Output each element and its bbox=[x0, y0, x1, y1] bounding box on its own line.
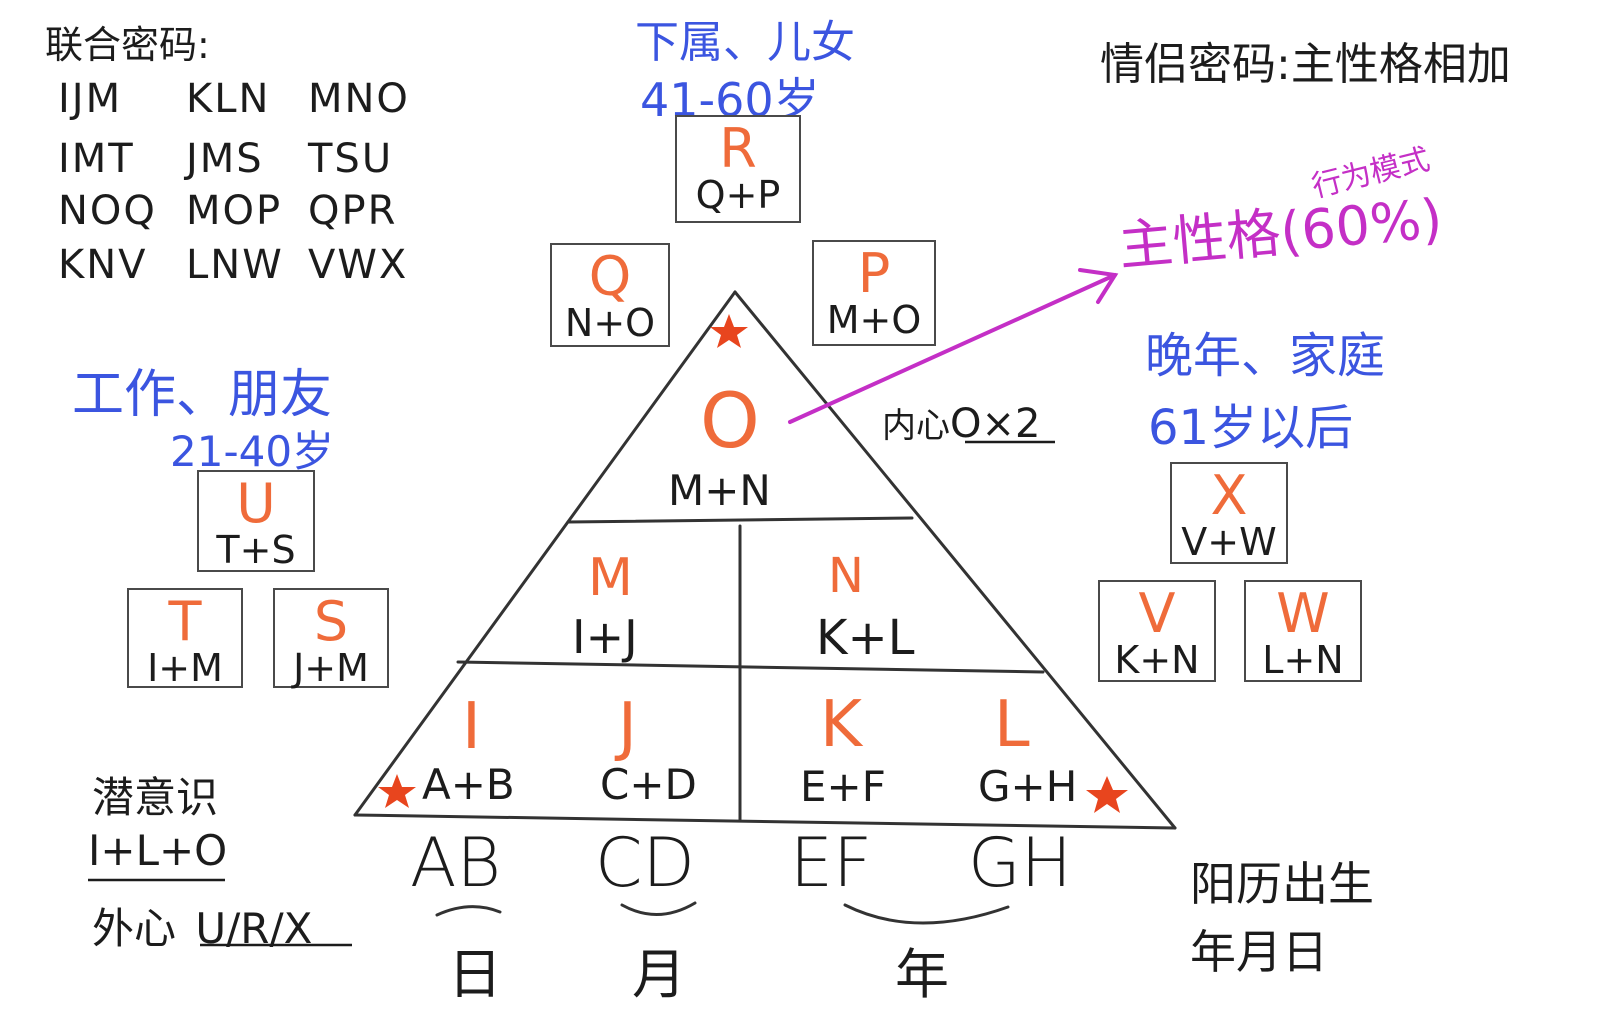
box-letter: V bbox=[1138, 582, 1176, 645]
box-v: V K+N bbox=[1098, 580, 1216, 682]
base-pair-ab: AB bbox=[410, 824, 502, 903]
star-icon bbox=[710, 314, 748, 348]
pyramid-k-formula: E+F bbox=[800, 762, 886, 811]
code-cell: QPR bbox=[308, 188, 398, 234]
joint-code-row: NOQ MOP QPR bbox=[58, 188, 397, 234]
pyramid-left-edge bbox=[353, 290, 737, 817]
box-r: R Q+P bbox=[675, 115, 801, 223]
ab-bracket bbox=[435, 905, 502, 917]
base-pair-cd: CD bbox=[595, 824, 695, 903]
code-cell: NOQ bbox=[58, 188, 157, 234]
code-cell: IMT bbox=[58, 136, 135, 182]
pyramid-right-edge bbox=[733, 290, 1177, 830]
subconscious-label: 潜意识 bbox=[92, 773, 219, 822]
joint-code-row: IMT JMS TSU bbox=[58, 136, 393, 182]
inner-formula: O×2 bbox=[950, 401, 1041, 447]
pyramid-l-letter: L bbox=[994, 688, 1030, 762]
base-year-label: 年 bbox=[895, 943, 949, 1006]
code-cell: KNV bbox=[58, 242, 148, 288]
code-cell: LNW bbox=[186, 242, 284, 288]
box-formula: N+O bbox=[564, 301, 656, 345]
code-cell: VWX bbox=[308, 242, 409, 288]
box-letter: S bbox=[313, 590, 349, 653]
pyramid-m-letter: M bbox=[588, 548, 633, 608]
box-w: W L+N bbox=[1244, 580, 1362, 682]
box-formula: M+O bbox=[826, 298, 922, 342]
box-letter: X bbox=[1210, 464, 1248, 527]
code-cell: JMS bbox=[186, 136, 264, 182]
box-x: X V+W bbox=[1170, 462, 1288, 564]
pyramid-n-formula: K+L bbox=[816, 610, 915, 666]
box-letter: T bbox=[168, 590, 202, 653]
box-letter: Q bbox=[588, 245, 632, 308]
cd-bracket bbox=[620, 901, 697, 916]
base-month-label: 月 bbox=[632, 943, 686, 1006]
pyramid-n-letter: N bbox=[828, 548, 864, 604]
couple-code-title: 情侣密码:主性格相加 bbox=[1100, 39, 1511, 90]
main-personality-arrow bbox=[788, 273, 1117, 424]
subconscious-formula: I+L+O bbox=[88, 826, 228, 875]
box-u: U T+S bbox=[197, 470, 315, 572]
box-formula: V+W bbox=[1181, 520, 1277, 564]
code-cell: IJM bbox=[58, 76, 123, 122]
work-friends-label: 工作、朋友 bbox=[72, 365, 333, 425]
box-p: P M+O bbox=[812, 240, 936, 346]
box-letter: R bbox=[719, 117, 757, 180]
code-cell: KLN bbox=[186, 76, 271, 122]
box-letter: P bbox=[857, 242, 891, 305]
pyramid-j-formula: C+D bbox=[600, 760, 697, 809]
base-pair-ef: EF bbox=[790, 824, 873, 903]
code-cell: MOP bbox=[186, 188, 283, 234]
code-cell: MNO bbox=[308, 76, 410, 122]
box-q: Q N+O bbox=[550, 243, 670, 347]
subordinates-label: 下属、儿女 bbox=[635, 17, 855, 68]
joint-code-title: 联合密码: bbox=[45, 23, 210, 67]
pyramid-l-formula: G+H bbox=[978, 762, 1078, 811]
pyramid-o-letter: O bbox=[700, 376, 760, 465]
pyramid-divider-top bbox=[566, 516, 914, 524]
box-t: T I+M bbox=[127, 588, 243, 688]
box-formula: K+N bbox=[1114, 638, 1200, 682]
pyramid-i-letter: I bbox=[462, 690, 481, 764]
solar-birth-sub: 年月日 bbox=[1190, 925, 1328, 979]
box-s: S J+M bbox=[273, 588, 389, 688]
pyramid-base bbox=[353, 813, 1177, 830]
box-formula: I+M bbox=[147, 646, 223, 690]
pyramid-divider-middle bbox=[456, 660, 1045, 674]
base-pair-gh: GH bbox=[968, 824, 1072, 903]
work-friends-age: 21-40岁 bbox=[170, 427, 335, 476]
outer-label: 外心 U/R/X bbox=[92, 895, 312, 956]
star-icon bbox=[378, 774, 416, 808]
code-cell: TSU bbox=[308, 136, 394, 182]
box-formula: J+M bbox=[293, 646, 369, 690]
late-years-age: 61岁以后 bbox=[1148, 400, 1354, 456]
outer-label-text: 外心 bbox=[92, 904, 177, 953]
late-years-label: 晚年、家庭 bbox=[1145, 328, 1386, 384]
box-formula: L+N bbox=[1262, 638, 1344, 682]
pyramid-k-letter: K bbox=[820, 688, 862, 762]
joint-code-row: IJM KLN MNO bbox=[58, 76, 410, 122]
joint-code-row: KNV LNW VWX bbox=[58, 242, 408, 288]
efgh-bracket bbox=[843, 903, 1010, 925]
pyramid-i-formula: A+B bbox=[422, 760, 515, 809]
base-day-label: 日 bbox=[448, 943, 502, 1006]
star-icon bbox=[1086, 776, 1128, 813]
box-letter: U bbox=[236, 472, 276, 535]
inner-label: 内心O×2 bbox=[882, 398, 1040, 447]
pyramid-m-formula: I+J bbox=[572, 610, 638, 664]
solar-birth-label: 阳历出生 bbox=[1190, 857, 1374, 911]
main-personality-arrowhead bbox=[1078, 268, 1119, 304]
box-letter: W bbox=[1276, 582, 1330, 645]
box-formula: T+S bbox=[216, 528, 296, 572]
pyramid-j-letter: J bbox=[618, 690, 637, 764]
pyramid-o-formula: M+N bbox=[668, 466, 771, 515]
outer-formula: U/R/X bbox=[195, 904, 313, 953]
box-formula: Q+P bbox=[695, 173, 781, 217]
inner-label-text: 内心 bbox=[882, 406, 950, 446]
